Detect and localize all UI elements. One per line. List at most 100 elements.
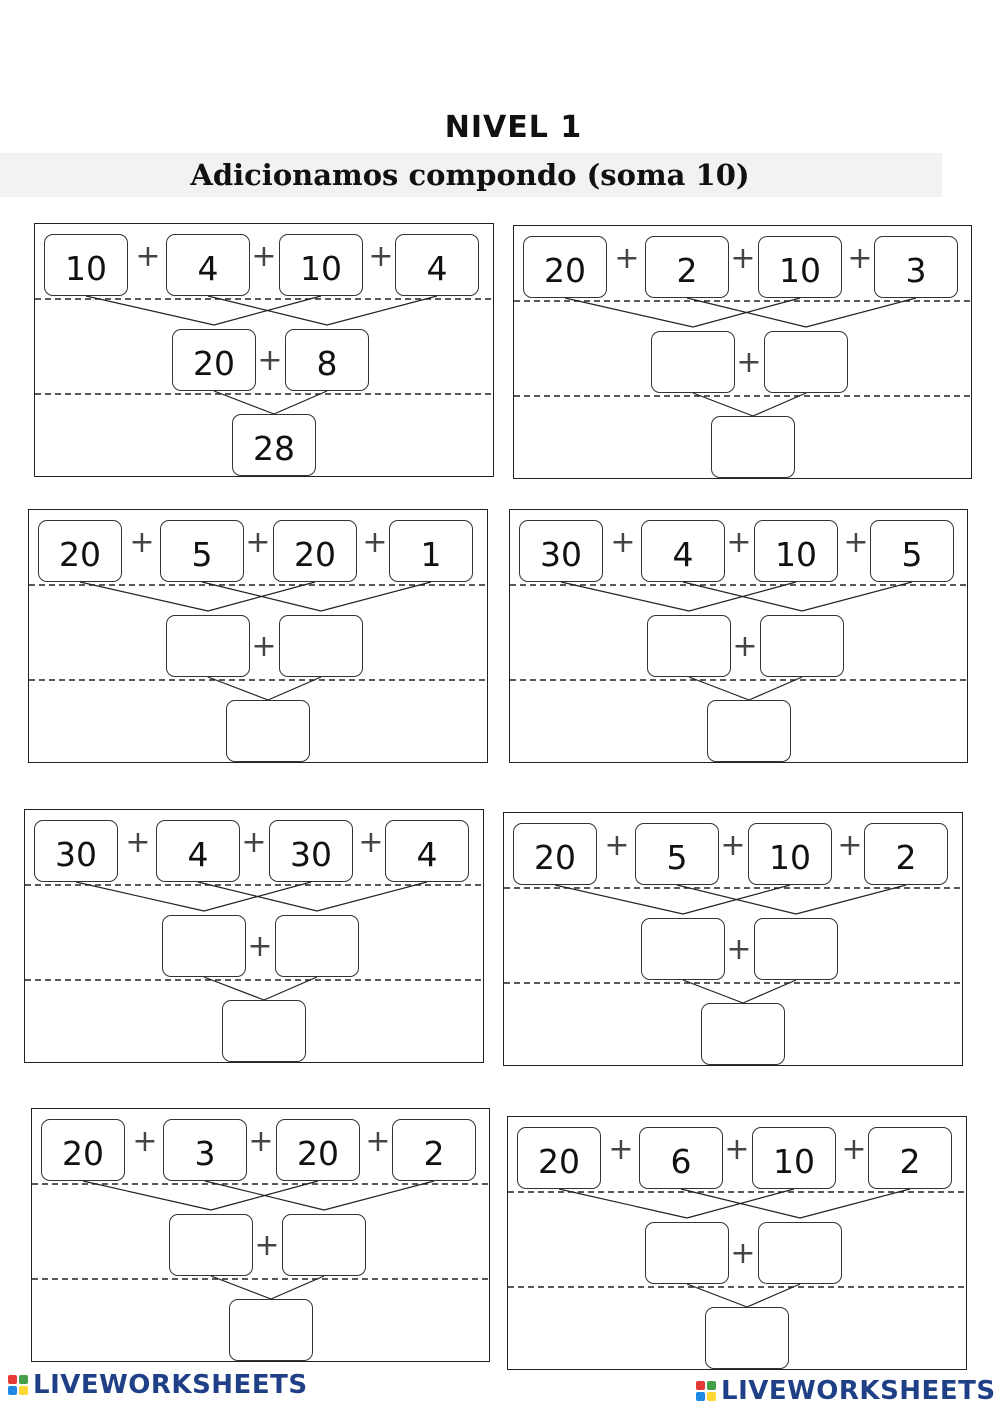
units-sum-box[interactable] [764,331,848,393]
connector-line [564,297,694,328]
connector-lines [514,297,973,417]
plus-sign: + [726,932,752,967]
plus-sign: + [843,525,869,560]
connector-line [270,1275,325,1300]
connector-line [197,881,318,912]
plus-sign: + [135,239,161,274]
connector-line [207,295,328,326]
connector-line [795,884,907,915]
plus-sign: + [257,343,283,378]
plus-sign: + [610,525,636,560]
units-sum-box[interactable] [275,915,359,977]
plus-sign: + [251,629,277,664]
tens-sum-box[interactable] [645,1222,729,1284]
tens-sum-box[interactable] [641,918,725,980]
result-box[interactable] [222,1000,306,1062]
connector-line [82,1180,212,1211]
plus-sign: + [837,828,863,863]
connector-line [267,676,322,701]
connector-line [203,976,265,1001]
units-sum-box[interactable] [282,1214,366,1276]
connector-line [554,884,684,915]
tens-sum-box[interactable] [166,615,250,677]
result-box[interactable] [229,1299,313,1361]
connector-line [320,581,432,612]
plus-sign: + [720,828,746,863]
result-box[interactable] [711,416,795,478]
plus-sign: + [732,629,758,664]
addend-box: 10 [279,234,363,296]
footer-logo-right: LIVEWORKSHEETS [696,1376,996,1406]
plus-sign: + [129,525,155,560]
plus-sign: + [241,825,267,860]
plus-sign: + [254,1228,280,1263]
connector-line [213,390,275,415]
addend-box: 3 [163,1119,247,1181]
connector-line [742,979,797,1004]
connector-line [799,1188,911,1219]
connector-lines [32,1180,491,1300]
addend-box: 20 [276,1119,360,1181]
addend-box: 2 [864,823,948,885]
units-sum-box[interactable] [754,918,838,980]
addend-box: 5 [160,520,244,582]
plus-sign: + [847,241,873,276]
result-box[interactable] [705,1307,789,1369]
plus-sign: + [841,1132,867,1167]
addend-box: 10 [748,823,832,885]
connector-line [686,297,807,328]
result-box[interactable] [701,1003,785,1065]
connector-line [682,979,744,1004]
connector-lines [510,581,969,701]
connector-line [326,295,438,326]
addend-box: 4 [641,520,725,582]
plus-sign: + [730,241,756,276]
connector-line [558,1188,688,1219]
addend-box: 30 [34,820,118,882]
plus-sign: + [358,825,384,860]
plus-sign: + [247,929,273,964]
units-sum-box[interactable] [758,1222,842,1284]
addend-box: 3 [874,236,958,298]
plus-sign: + [251,239,277,274]
connector-line [688,676,750,701]
addend-box: 20 [523,236,607,298]
addend-box: 10 [44,234,128,296]
result-box[interactable] [226,700,310,762]
connector-line [323,1180,435,1211]
addend-box: 10 [758,236,842,298]
liveworksheets-logo-icon [696,1381,716,1401]
tens-sum-box[interactable] [651,331,735,393]
units-sum-box[interactable] [279,615,363,677]
footer-logo-left: LIVEWORKSHEETS [8,1370,308,1400]
plus-sign: + [614,241,640,276]
connector-line [79,581,209,612]
connector-lines [35,295,495,415]
connector-lines [508,1188,968,1308]
plus-sign: + [248,1124,274,1159]
tens-sum-box[interactable] [162,915,246,977]
addend-box: 20 [273,520,357,582]
connector-lines [504,884,964,1004]
connector-line [316,881,428,912]
plus-sign: + [245,525,271,560]
tens-sum-box[interactable] [647,615,731,677]
connector-lines [29,581,489,701]
plus-sign: + [730,1236,756,1271]
result-box[interactable] [707,700,791,762]
plus-sign: + [362,525,388,560]
connector-line [207,676,269,701]
addend-box: 20 [513,823,597,885]
addend-box: 4 [395,234,479,296]
connector-line [85,295,215,326]
addend-box: 2 [868,1127,952,1189]
units-sum-box[interactable] [760,615,844,677]
tens-sum-box[interactable] [169,1214,253,1276]
plus-sign: + [132,1124,158,1159]
connector-line [752,392,807,417]
plus-sign: + [726,525,752,560]
